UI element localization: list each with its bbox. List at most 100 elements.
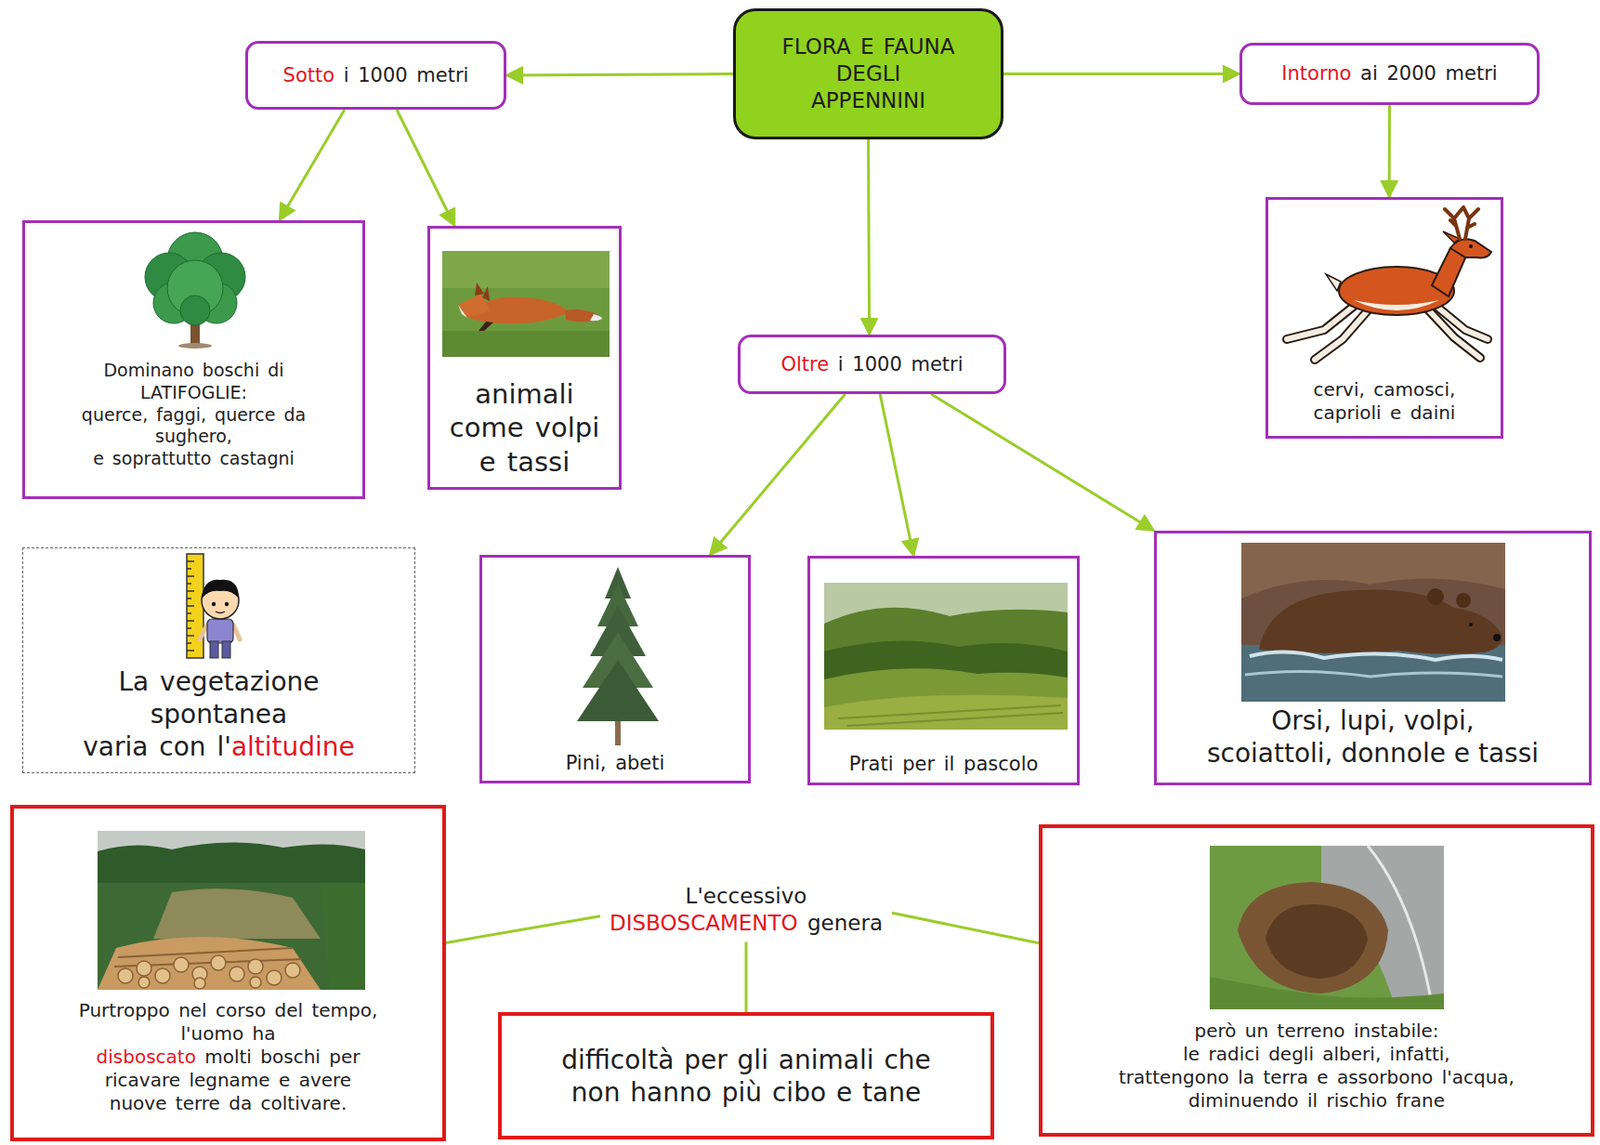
- note-box: La vegetazione spontanea varia con l'alt…: [22, 547, 416, 774]
- node-text: Orsi, lupi, volpi, scoiattoli, donnole e…: [1166, 704, 1580, 770]
- path-shape: [153, 888, 321, 939]
- connector: [879, 393, 914, 556]
- path-shape: [564, 309, 603, 323]
- node-text: però un terreno instabile: le radici deg…: [1051, 1019, 1582, 1113]
- polygon-shape: [577, 659, 659, 722]
- text-run: le radici degli alberi, infatti,: [1182, 1042, 1450, 1065]
- connector: [891, 912, 1039, 943]
- path-shape: [186, 561, 195, 651]
- text-run: Prati per il pascolo: [849, 752, 1039, 775]
- text-run: ricavare legname e avere: [104, 1068, 352, 1091]
- effect-box: Purtroppo nel corso del tempo, l'uomo ha…: [10, 804, 446, 1141]
- highlight-word: DISBOSCAMENTO: [609, 910, 799, 935]
- circle-shape: [229, 966, 245, 982]
- text-run: Purtroppo nel corso del tempo,: [78, 998, 379, 1022]
- node-text: Prati per il pascolo: [819, 751, 1068, 776]
- path-shape: [1450, 238, 1492, 258]
- text-run: spontanea: [150, 698, 289, 730]
- node-text: Sotto i 1000 metri: [257, 63, 495, 88]
- node-text: La vegetazione spontanea varia con l'alt…: [32, 665, 406, 763]
- flora-box: Pini, abeti: [479, 554, 751, 784]
- circle-shape: [138, 976, 150, 988]
- path-shape: [97, 936, 321, 990]
- circle-shape: [194, 977, 206, 989]
- circle-shape: [1427, 588, 1444, 605]
- path-shape: [1314, 309, 1369, 360]
- rect-shape: [1209, 845, 1444, 1010]
- fox-illustration: [430, 228, 625, 378]
- connector: [279, 109, 345, 221]
- circle-shape: [266, 970, 282, 985]
- circle-shape: [210, 955, 226, 971]
- effect-box: difficoltà per gli animali che non hanno…: [498, 1011, 995, 1140]
- text-run: genera: [798, 910, 883, 935]
- text-run: animali: [474, 378, 574, 410]
- circle-shape: [136, 960, 152, 976]
- path-shape: [1249, 651, 1503, 660]
- node-text: Dominano boschi di LATIFOGLIE: querce, f…: [34, 359, 354, 471]
- flora-box: Dominano boschi di LATIFOGLIE: querce, f…: [22, 220, 366, 499]
- node-text: Purtroppo nel corso del tempo, l'uomo ha…: [23, 998, 433, 1115]
- connector: [1388, 104, 1391, 197]
- text-run: i 1000 metri: [828, 353, 963, 376]
- circle-shape: [1493, 633, 1501, 642]
- text-run: APPENNINI: [811, 88, 926, 113]
- connector: [744, 942, 748, 1013]
- path-shape: [1209, 976, 1444, 1010]
- text-run: L'eccessivo: [685, 883, 808, 908]
- rect-shape: [222, 641, 231, 658]
- path-shape: [824, 695, 1068, 730]
- fauna-box: Orsi, lupi, volpi, scoiattoli, donnole e…: [1154, 530, 1592, 786]
- highlight-word: Sotto: [283, 64, 336, 87]
- highlight-word: altitudine: [231, 731, 355, 762]
- path-shape: [201, 579, 239, 599]
- connector: [931, 393, 1155, 531]
- text-run: diminuendo il rischio frane: [1188, 1088, 1445, 1112]
- circle-shape: [1468, 244, 1473, 249]
- ellipse-shape: [178, 342, 212, 349]
- circle-shape: [248, 958, 263, 974]
- text-run: e soprattutto castagni: [92, 447, 295, 469]
- path-shape: [1444, 207, 1479, 239]
- hub-text: L'eccessivo DISBOSCAMENTO genera: [600, 877, 892, 943]
- deer-illustration: [1268, 199, 1507, 379]
- path-shape: [1426, 307, 1481, 358]
- text-run: molti boschi per: [196, 1045, 361, 1068]
- meadow-illustration: [810, 558, 1083, 752]
- fauna-box: animali come volpi e tassi: [427, 225, 622, 490]
- title-box: FLORA E FAUNA DEGLI APPENNINI: [733, 8, 1004, 140]
- text-run: LATIFOGLIE:: [140, 381, 248, 403]
- circle-shape: [155, 968, 171, 984]
- path-shape: [1245, 670, 1503, 677]
- node-text: L'eccessivo DISBOSCAMENTO genera: [609, 882, 883, 937]
- path-shape: [215, 611, 225, 614]
- text-run: FLORA E FAUNA: [782, 34, 956, 59]
- tree-illustration: [25, 222, 368, 360]
- connector: [1003, 72, 1240, 76]
- text-run: l'uomo ha: [181, 1022, 276, 1045]
- path-shape: [1325, 274, 1341, 291]
- text-run: Dominano boschi di: [103, 359, 284, 381]
- circle-shape: [1468, 622, 1473, 627]
- rect-shape: [1241, 542, 1506, 702]
- circle-shape: [224, 602, 229, 606]
- connector: [396, 109, 455, 226]
- text-run: difficoltà per gli animali che: [561, 1044, 932, 1076]
- rect-shape: [209, 641, 219, 658]
- altitude-box: Oltre i 1000 metri: [737, 334, 1007, 394]
- text-run: varia con l': [82, 731, 232, 762]
- rect-shape: [186, 553, 204, 658]
- path-shape: [1265, 904, 1368, 979]
- text-run: querce, faggi, querce da: [81, 404, 306, 425]
- text-run: i 1000 metri: [334, 64, 469, 87]
- path-shape: [478, 321, 494, 331]
- text-run: cervi, camosci,: [1313, 378, 1456, 401]
- circle-shape: [173, 957, 189, 972]
- text-run: e tassi: [479, 445, 570, 478]
- text-run: come volpi: [449, 411, 600, 444]
- circle-shape: [180, 295, 210, 326]
- connector: [506, 74, 734, 77]
- highlight-word: disboscato: [96, 1045, 197, 1068]
- g-shape: [118, 955, 301, 989]
